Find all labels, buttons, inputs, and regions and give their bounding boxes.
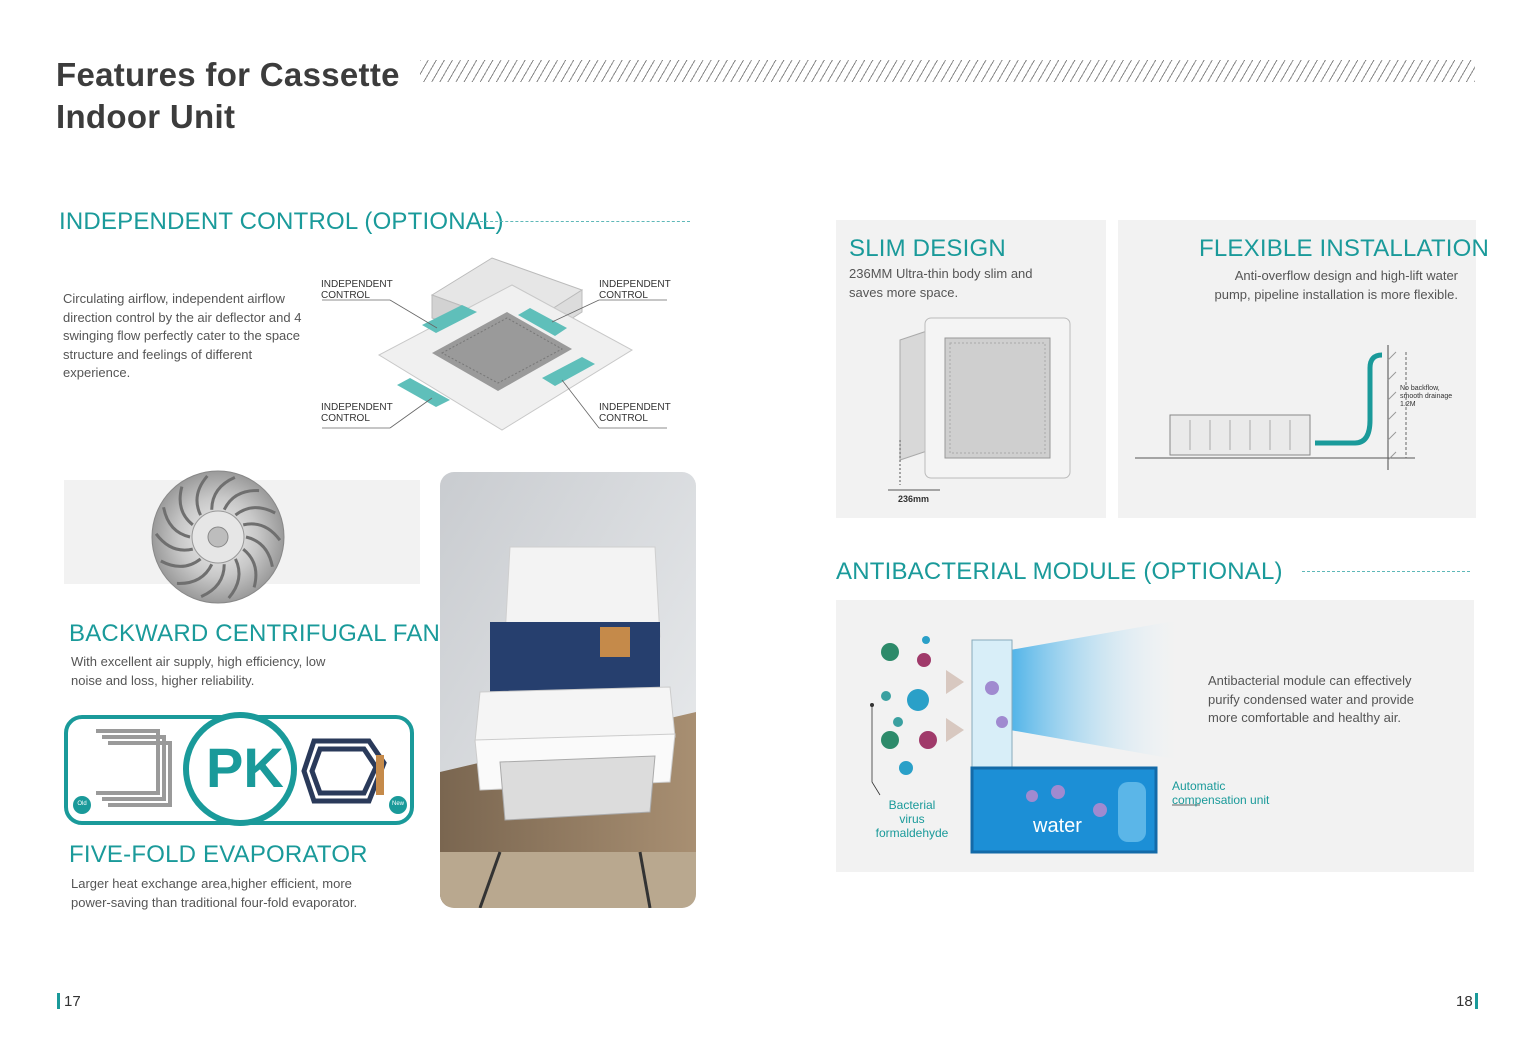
new-badge: New [391,801,404,807]
antibacterial-illustration [870,620,1200,854]
fan-blade [227,558,241,600]
evaporator-title: FIVE-FOLD EVAPORATOR [69,841,368,868]
fan-blade [178,486,194,527]
section-dash-line [480,221,690,222]
page-title: Features for Cassette Indoor Unit [56,56,400,135]
slim-design-title: SLIM DESIGN [849,235,1006,262]
title-hatch-divider [420,60,1475,82]
pk-label: PK [206,736,284,799]
bacteria-label: Bacterial virus formaldehyde [875,798,949,840]
compensation-unit-label: Automatic compensation unit [1172,779,1270,807]
slim-dimension-label: 236mm [898,494,930,504]
fan-blade [234,506,276,517]
drainage-note: No backflow, smooth drainage 1.2M [1400,385,1453,408]
fan-blade [242,522,282,542]
section-dash-line [1302,571,1470,572]
page-number-bar-left [57,993,60,1009]
fan-blade [242,547,258,588]
fan-blade [222,489,260,511]
antibacterial-title: ANTIBACTERIAL MODULE (OPTIONAL) [836,558,1283,585]
centrifugal-fan-image [151,470,285,604]
old-badge: Old [77,801,87,807]
page-number-bar-right [1475,993,1478,1009]
flexible-installation-panel [1118,220,1476,518]
water-label: water [1033,815,1082,837]
independent-control-description: Circulating airflow, independent airflow… [63,291,302,380]
fan-blade [160,557,202,568]
evaporator-description: Larger heat exchange area,higher efficie… [71,876,358,910]
fan-blade [210,475,236,510]
antibacterial-description: Antibacterial module can effectively pur… [1208,673,1414,725]
fan-blade [200,564,226,599]
fan-blade [176,563,214,585]
fan-blade [162,506,191,539]
fan-blade [245,535,274,568]
fan-blade [195,474,209,516]
installed-unit-photo [440,472,696,908]
fan-description: With excellent air supply, high efficien… [71,654,326,688]
flexible-installation-description: Anti-overflow design and high-lift water… [1214,268,1458,302]
fan-title: BACKWARD CENTRIFUGAL FAN [69,620,441,647]
drainage-pump-illustration [1135,345,1415,470]
cassette-unit-illustration [322,257,667,431]
slim-unit-illustration [888,317,1071,491]
page-number-right: 18 [1456,993,1473,1010]
independent-control-title: INDEPENDENT CONTROL (OPTIONAL) [59,208,504,235]
evaporator-comparison-graphic [64,712,414,826]
flexible-installation-title: FLEXIBLE INSTALLATION [1199,235,1490,262]
page-number-left: 17 [64,993,81,1010]
fan-blade [154,532,194,552]
